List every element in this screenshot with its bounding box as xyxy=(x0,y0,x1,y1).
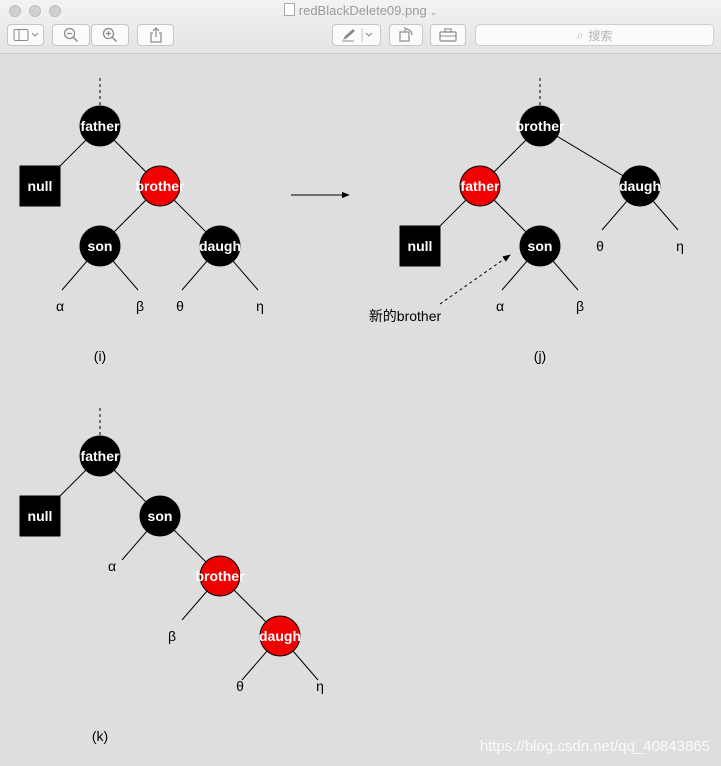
close-window-button[interactable] xyxy=(9,5,21,17)
theta-label: θ xyxy=(236,678,244,694)
red-black-tree-diagram: father null brother son daugh α β θ η (i… xyxy=(19,78,710,755)
alpha-label: α xyxy=(108,558,116,574)
beta-label: β xyxy=(136,298,144,314)
caption-k: (k) xyxy=(92,728,108,744)
tree-j xyxy=(399,78,679,305)
father-label: father xyxy=(81,448,120,464)
daugh-label: daugh xyxy=(259,628,301,644)
brother-node xyxy=(519,105,561,147)
father-label: father xyxy=(81,118,120,134)
son-node xyxy=(519,225,561,267)
zoom-in-icon xyxy=(102,27,118,43)
chevron-down-icon: ⌄ xyxy=(429,7,438,17)
theta-label: θ xyxy=(596,238,604,254)
sidebar-toggle-button[interactable] xyxy=(7,24,44,46)
new-brother-annotation: 新的brother xyxy=(369,308,442,324)
zoom-out-icon xyxy=(63,27,79,43)
caption-i: (i) xyxy=(94,348,106,364)
new-brother-pointer xyxy=(439,254,511,305)
null-label: null xyxy=(408,238,433,254)
daugh-label: daugh xyxy=(199,238,241,254)
father-node xyxy=(79,105,121,147)
null-node xyxy=(19,165,61,207)
watermark: https://blog.csdn.net/qq_40843865 xyxy=(480,738,710,755)
daugh-label: daugh xyxy=(619,178,661,194)
search-icon: ⌕ xyxy=(576,27,584,42)
eta-label: η xyxy=(676,238,684,254)
pen-icon xyxy=(341,28,372,42)
search-field[interactable]: ⌕ 搜索 xyxy=(475,24,714,46)
brother-node xyxy=(199,555,241,597)
brother-label: brother xyxy=(516,118,566,134)
null-node xyxy=(399,225,441,267)
search-placeholder: 搜索 xyxy=(588,28,613,43)
daugh-node xyxy=(619,165,661,207)
null-label: null xyxy=(28,508,53,524)
father-node xyxy=(79,435,121,477)
caption-j: (j) xyxy=(534,348,546,364)
title-bar: redBlackDelete09.png⌄ xyxy=(0,0,721,54)
window-title-text: redBlackDelete09.png xyxy=(298,3,427,18)
document-icon xyxy=(283,3,295,16)
alpha-label: α xyxy=(56,298,64,314)
minimize-window-button[interactable] xyxy=(29,5,41,17)
daugh-node xyxy=(199,225,241,267)
null-node xyxy=(19,495,61,537)
markup-button[interactable] xyxy=(332,24,381,46)
window-title[interactable]: redBlackDelete09.png⌄ xyxy=(0,3,721,18)
eta-label: η xyxy=(316,678,324,694)
eta-label: η xyxy=(256,298,264,314)
beta-label: β xyxy=(168,628,176,644)
zoom-in-button[interactable] xyxy=(91,24,129,46)
brother-label: brother xyxy=(196,568,246,584)
null-label: null xyxy=(28,178,53,194)
theta-label: θ xyxy=(176,298,184,314)
image-canvas: father null brother son daugh α β θ η (i… xyxy=(0,54,721,766)
sidebar-toggle-icon xyxy=(13,29,38,41)
son-label: son xyxy=(88,238,113,254)
son-label: son xyxy=(528,238,553,254)
father-label: father xyxy=(461,178,500,194)
toolbox-icon xyxy=(439,28,457,42)
brother-node xyxy=(139,165,181,207)
rotate-button[interactable] xyxy=(389,24,423,46)
son-label: son xyxy=(148,508,173,524)
son-node xyxy=(79,225,121,267)
rotate-icon xyxy=(399,27,413,42)
brother-label: brother xyxy=(136,178,186,194)
share-button[interactable] xyxy=(137,24,174,46)
tree-k xyxy=(19,408,319,681)
beta-label: β xyxy=(576,298,584,314)
son-node xyxy=(139,495,181,537)
alpha-label: α xyxy=(496,298,504,314)
toolbox-button[interactable] xyxy=(430,24,466,46)
zoom-out-button[interactable] xyxy=(52,24,90,46)
zoom-window-button[interactable] xyxy=(49,5,61,17)
share-icon xyxy=(149,27,162,43)
father-node xyxy=(459,165,501,207)
daugh-node xyxy=(259,615,301,657)
tree-i xyxy=(19,78,259,291)
